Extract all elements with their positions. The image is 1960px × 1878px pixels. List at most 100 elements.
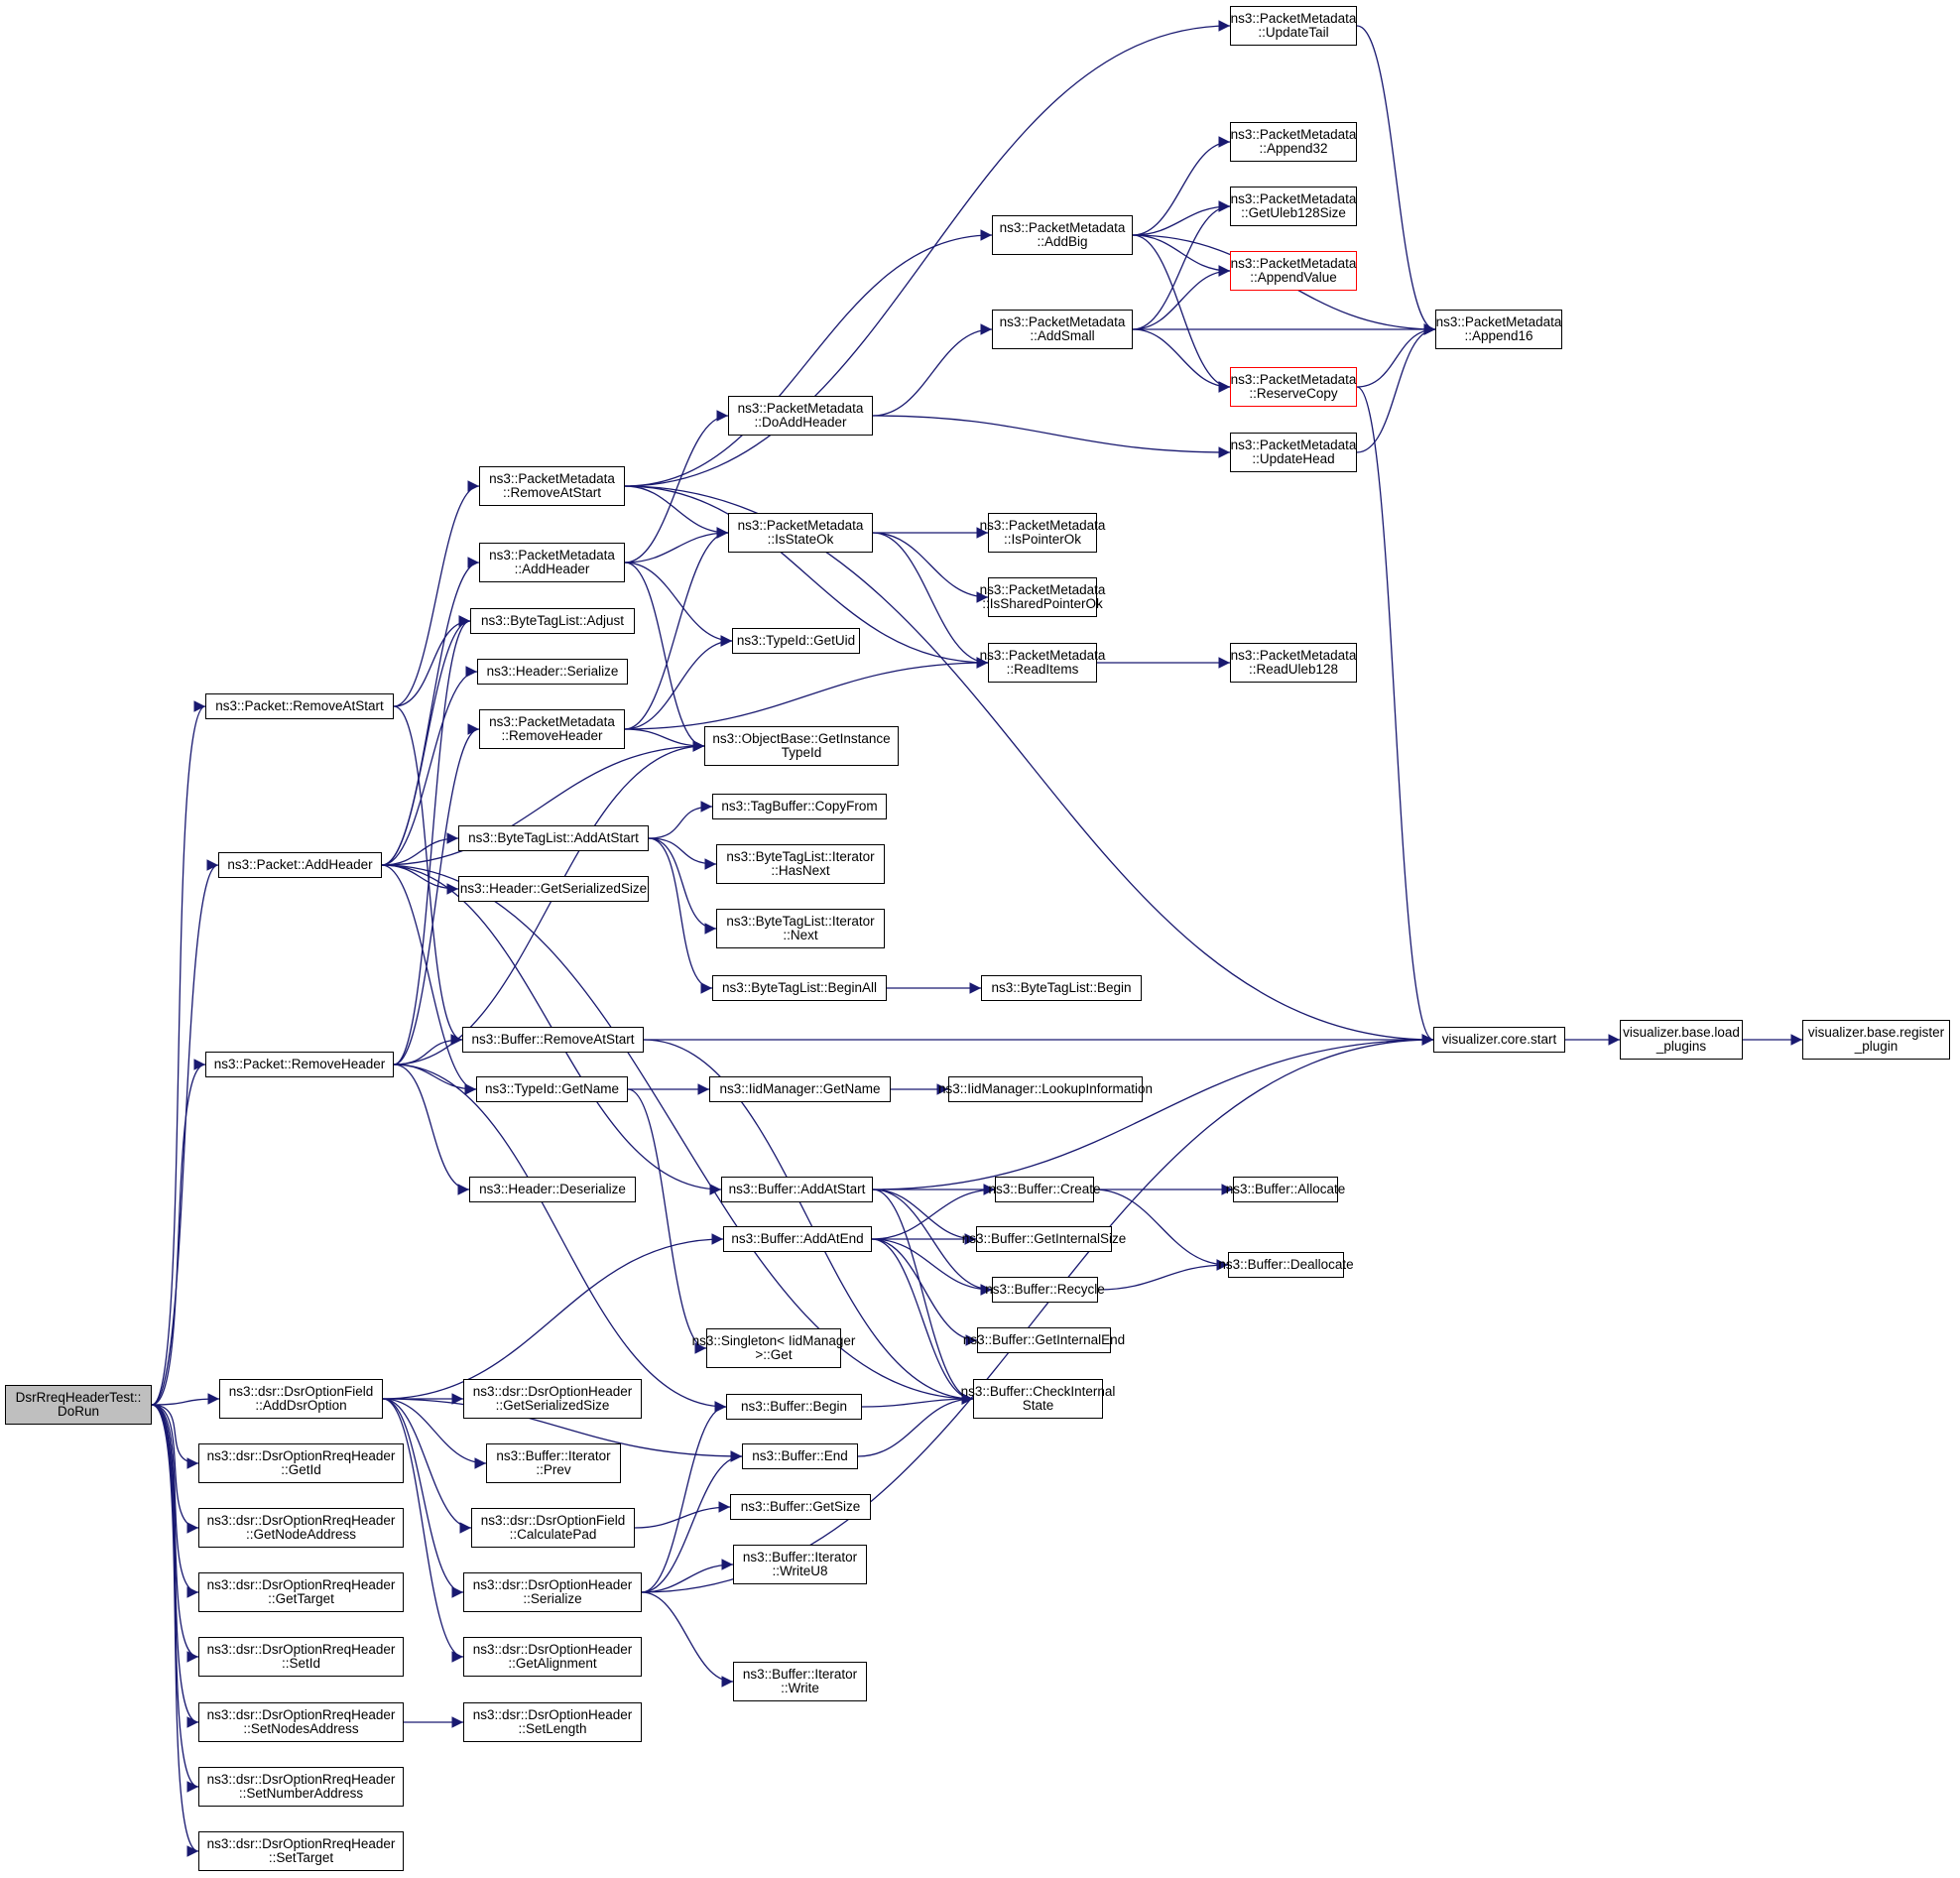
node-calcpad[interactable]: ns3::dsr::DsrOptionField::CalculatePad (471, 1508, 635, 1548)
node-buf-getsize[interactable]: ns3::Buffer::GetSize (730, 1494, 871, 1520)
edge-pm_addsmall-to-pm_appval (1132, 265, 1231, 330)
node-pm-stateok[interactable]: ns3::PacketMetadata::IsStateOk (728, 513, 873, 553)
edge-btl_addstart-to-tb_copy (648, 801, 713, 839)
edge-pm_updhead-to-pm_app16 (1356, 323, 1436, 453)
node-buf-addstart[interactable]: ns3::Buffer::AddAtStart (721, 1177, 873, 1202)
node-pm-addhdr[interactable]: ns3::PacketMetadata::AddHeader (479, 543, 625, 582)
node-label: ns3::Buffer::GetInternalEnd (962, 1332, 1126, 1347)
node-label: ns3::Buffer::CheckInternal (960, 1384, 1116, 1399)
node-label: ns3::Packet::RemoveAtStart (215, 698, 384, 713)
node-btl-adjust[interactable]: ns3::ByteTagList::Adjust (470, 608, 635, 634)
node-buf-addend[interactable]: ns3::Buffer::AddAtEnd (723, 1226, 872, 1252)
edge-pm_addbig-to-pm_uleb (1132, 200, 1231, 236)
node-pm-rmhdr[interactable]: ns3::PacketMetadata::RemoveHeader (479, 709, 625, 749)
node-root[interactable]: DsrRreqHeaderTest::DoRun (5, 1385, 152, 1425)
edge-pm_reserve-to-pm_app16 (1356, 323, 1436, 388)
node-setnodes[interactable]: ns3::dsr::DsrOptionRreqHeader::SetNodesA… (198, 1702, 404, 1742)
node-dsrh-size[interactable]: ns3::dsr::DsrOptionHeader::GetSerialized… (463, 1379, 642, 1419)
node-it-writeu8[interactable]: ns3::Buffer::Iterator::WriteU8 (733, 1545, 867, 1584)
node-btl-beginall[interactable]: ns3::ByteTagList::BeginAll (712, 975, 887, 1001)
node-tb-copy[interactable]: ns3::TagBuffer::CopyFrom (712, 794, 887, 819)
edge-pm_updtail-to-pm_app16 (1356, 25, 1436, 335)
node-buf-recycle[interactable]: ns3::Buffer::Recycle (985, 1277, 1105, 1303)
node-singleton[interactable]: ns3::Singleton< IidManager>::Get (692, 1328, 855, 1368)
node-hdr-ser[interactable]: ns3::Header::Serialize (477, 659, 628, 685)
node-btl-next[interactable]: ns3::ByteTagList::Iterator::Next (716, 909, 885, 948)
node-label: ns3::PacketMetadata (999, 220, 1126, 235)
node-btl-addstart[interactable]: ns3::ByteTagList::AddAtStart (458, 825, 649, 851)
node-vis-load[interactable]: visualizer.base.load_plugins (1620, 1020, 1743, 1060)
node-buf-rmstart[interactable]: ns3::Buffer::RemoveAtStart (462, 1027, 644, 1053)
node-buf-dealloc[interactable]: ns3::Buffer::Deallocate (1218, 1252, 1354, 1278)
node-setnumber[interactable]: ns3::dsr::DsrOptionRreqHeader::SetNumber… (198, 1767, 404, 1807)
node-pm-app32[interactable]: ns3::PacketMetadata::Append32 (1230, 122, 1357, 162)
node-settarget[interactable]: ns3::dsr::DsrOptionRreqHeader::SetTarget (198, 1831, 404, 1871)
node-pm-updtail[interactable]: ns3::PacketMetadata::UpdateTail (1230, 6, 1357, 46)
node-iid-getname[interactable]: ns3::IidManager::GetName (709, 1076, 891, 1102)
node-pm-reserve[interactable]: ns3::PacketMetadata::ReserveCopy (1230, 367, 1357, 407)
edge-adddsr-to-buf_end (382, 1398, 743, 1462)
node-btl-begin[interactable]: ns3::ByteTagList::Begin (981, 975, 1142, 1001)
node-label: ns3::IidManager::LookupInformation (937, 1081, 1154, 1096)
node-pm-readuleb[interactable]: ns3::PacketMetadata::ReadUleb128 (1230, 643, 1357, 683)
node-label: ::GetTarget (268, 1591, 334, 1606)
node-buf-begin[interactable]: ns3::Buffer::Begin (726, 1394, 862, 1420)
node-iid-lookup[interactable]: ns3::IidManager::LookupInformation (938, 1076, 1153, 1102)
node-buf-intend[interactable]: ns3::Buffer::GetInternalEnd (963, 1327, 1125, 1353)
node-pm-ptrok[interactable]: ns3::PacketMetadata::IsPointerOk (980, 513, 1105, 553)
node-label: visualizer.base.register (1807, 1025, 1945, 1040)
node-pkt-rmhdr[interactable]: ns3::Packet::RemoveHeader (205, 1052, 394, 1077)
node-vis-start[interactable]: visualizer.core.start (1433, 1027, 1565, 1053)
node-btl-hasnext[interactable]: ns3::ByteTagList::Iterator::HasNext (716, 844, 885, 884)
node-label: ns3::PacketMetadata (979, 648, 1106, 663)
node-pm-app16[interactable]: ns3::PacketMetadata::Append16 (1435, 310, 1562, 349)
node-pm-addbig[interactable]: ns3::PacketMetadata::AddBig (992, 215, 1133, 255)
node-label: _plugins (1655, 1039, 1707, 1054)
node-pm-sharedok[interactable]: ns3::PacketMetadata::IsSharedPointerOk (980, 577, 1105, 617)
node-setid[interactable]: ns3::dsr::DsrOptionRreqHeader::SetId (198, 1637, 404, 1677)
edge-root-to-gettarget (151, 1404, 199, 1598)
node-label: ns3::PacketMetadata (1435, 314, 1562, 329)
edge-adddsr-to-dsrh_align (382, 1398, 464, 1663)
edge-buf_begin-to-buf_check (861, 1393, 974, 1408)
node-buf-create[interactable]: ns3::Buffer::Create (988, 1177, 1101, 1202)
node-label: ns3::TypeId::GetName (484, 1081, 620, 1096)
node-pkt-addhdr[interactable]: ns3::Packet::AddHeader (218, 852, 382, 878)
node-pkt-rmstart[interactable]: ns3::Packet::RemoveAtStart (205, 693, 394, 719)
node-hdr-size[interactable]: ns3::Header::GetSerializedSize (458, 876, 649, 902)
node-tid-getname[interactable]: ns3::TypeId::GetName (476, 1076, 628, 1102)
node-gettarget[interactable]: ns3::dsr::DsrOptionRreqHeader::GetTarget (198, 1572, 404, 1612)
node-pm-rmstart[interactable]: ns3::PacketMetadata::RemoveAtStart (479, 466, 625, 506)
node-buf-intsize[interactable]: ns3::Buffer::GetInternalSize (962, 1226, 1126, 1252)
node-label: ns3::Buffer::AddAtEnd (731, 1231, 864, 1246)
node-adddsr[interactable]: ns3::dsr::DsrOptionField::AddDsrOption (219, 1379, 383, 1419)
node-label: ns3::dsr::DsrOptionRreqHeader (206, 1836, 396, 1851)
edge-pm_doadd-to-pm_addsmall (872, 323, 993, 417)
node-pm-appval[interactable]: ns3::PacketMetadata::AppendValue (1230, 251, 1357, 291)
node-hdr-deser[interactable]: ns3::Header::Deserialize (469, 1177, 636, 1202)
node-label: ::HasNext (771, 863, 830, 878)
node-pm-readitems[interactable]: ns3::PacketMetadata::ReadItems (980, 643, 1105, 683)
node-getid[interactable]: ns3::dsr::DsrOptionRreqHeader::GetId (198, 1443, 404, 1483)
node-dsrh-setlen[interactable]: ns3::dsr::DsrOptionHeader::SetLength (463, 1702, 642, 1742)
node-label: ns3::dsr::DsrOptionRreqHeader (206, 1642, 396, 1657)
node-dsrh-align[interactable]: ns3::dsr::DsrOptionHeader::GetAlignment (463, 1637, 642, 1677)
node-it-write[interactable]: ns3::Buffer::Iterator::Write (733, 1662, 867, 1701)
node-pm-addsmall[interactable]: ns3::PacketMetadata::AddSmall (992, 310, 1133, 349)
node-getnode[interactable]: ns3::dsr::DsrOptionRreqHeader::GetNodeAd… (198, 1508, 404, 1548)
node-pm-uleb[interactable]: ns3::PacketMetadata::GetUleb128Size (1230, 187, 1357, 226)
edge-pm_rmstart-to-pm_updtail (624, 20, 1231, 487)
node-dsrh-ser[interactable]: ns3::dsr::DsrOptionHeader::Serialize (463, 1572, 642, 1612)
node-pm-updhead[interactable]: ns3::PacketMetadata::UpdateHead (1230, 433, 1357, 472)
node-label: ns3::ByteTagList::Iterator (726, 849, 875, 864)
node-tid-getuid[interactable]: ns3::TypeId::GetUid (732, 628, 860, 654)
node-buf-end[interactable]: ns3::Buffer::End (742, 1443, 858, 1469)
node-vis-reg[interactable]: visualizer.base.register_plugin (1802, 1020, 1950, 1060)
node-label: ::AddBig (1037, 234, 1088, 249)
node-pm-doadd[interactable]: ns3::PacketMetadata::DoAddHeader (728, 396, 873, 436)
node-label: ns3::Packet::RemoveHeader (213, 1057, 386, 1071)
node-buf-alloc[interactable]: ns3::Buffer::Allocate (1226, 1177, 1345, 1202)
node-it-prev[interactable]: ns3::Buffer::Iterator::Prev (486, 1443, 621, 1483)
